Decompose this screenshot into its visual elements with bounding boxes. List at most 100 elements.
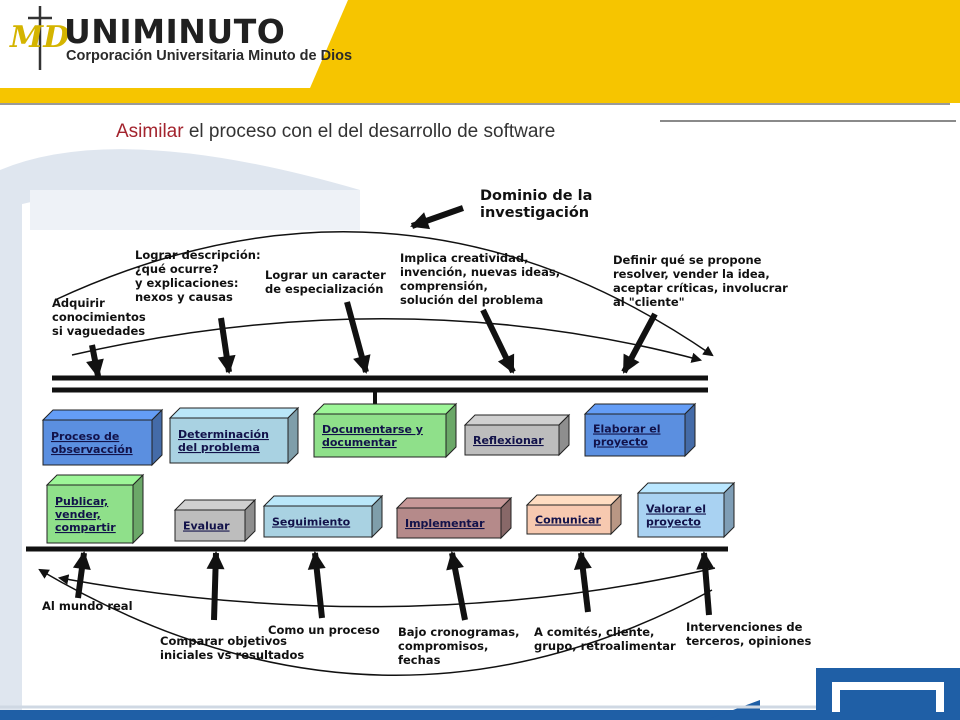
lower-label-2-line: Comparar objetivos [160, 634, 287, 648]
upper-label-2-line: Lograr descripción: [135, 248, 261, 262]
upper-label-3-line: Lograr un caracter [265, 268, 386, 282]
upper-box-2-label-line: del problema [178, 441, 260, 454]
upper-label-1-line: Adquirir [52, 296, 105, 310]
footer-corner-inner2 [840, 690, 936, 712]
lower-arrow-4-head [446, 551, 464, 571]
lower-box-2-front [174, 509, 246, 542]
lower-box-6-label-line: Valorar el [646, 503, 706, 516]
upper-box-3-label-line: Documentarse y [322, 423, 423, 436]
upper-box-2-side [287, 406, 299, 465]
lower-box-4-label-line: Implementar [405, 517, 485, 530]
upper-box-1-front [42, 419, 153, 466]
upper-box-3-top [312, 403, 458, 415]
upper-box-3-front [313, 413, 447, 458]
lower-arrow-6-head [696, 551, 715, 570]
upper-box-3-side [445, 402, 457, 459]
footer-arrow [706, 700, 760, 720]
upper-box-4-front [464, 424, 560, 456]
lower-arrow-5-head [573, 551, 592, 570]
lower-label-5: A comités, cliente,grupo, retroalimentar [534, 625, 676, 653]
lower-arrow-2-head [206, 551, 225, 570]
subtitle-accent: Asimilar [116, 121, 184, 142]
upper-box-5-front [584, 413, 686, 457]
logo-monogram: MD [10, 20, 70, 55]
lower-box-5-top [525, 494, 623, 506]
upper-label-4-line: invención, nuevas ideas, [400, 265, 560, 279]
upper-box-3-label-line: documentar [322, 436, 397, 449]
lower-label-3-line: Como un proceso [268, 623, 380, 637]
upper-label-5-line: al "cliente" [613, 295, 685, 309]
lower-label-4-line: compromisos, [398, 639, 488, 653]
upper-label-4: Implica creatividad,invención, nuevas id… [400, 251, 560, 307]
brand-subtitle: Corporación Universitaria Minuto de Dios [66, 48, 353, 64]
lower-box-4-label: Implementar [405, 517, 485, 530]
top-arc-curve [54, 231, 714, 357]
subtitle-rest: el proceso con el del desarrollo de soft… [183, 121, 556, 142]
lower-flat-curve [57, 567, 716, 608]
upper-label-3-line: de especialización [265, 282, 383, 296]
lower-box-4-front [396, 507, 502, 539]
upper-flat-curve [71, 318, 703, 363]
upper-box-5-top [583, 403, 697, 415]
upper-box-2-label-line: Determinación [178, 428, 269, 441]
upper-box-5-side [684, 402, 696, 458]
lower-box-3-front [263, 505, 373, 538]
upper-arrow-4-head [497, 353, 515, 374]
lower-box-6-top [636, 482, 736, 494]
lower-box-5-front [526, 504, 612, 535]
upper-label-5-line: Definir qué se propone [613, 253, 762, 267]
upper-label-2-line: nexos y causas [135, 290, 233, 304]
lower-box-4-top [395, 497, 513, 509]
upper-label-4-line: comprensión, [400, 279, 488, 293]
lower-box-1-front [46, 484, 134, 544]
upper-label-2-line: y explicaciones: [135, 276, 239, 290]
upper-box-1-label-line: Proceso de [51, 430, 119, 443]
top-label-dominio-line: Dominio de la [480, 188, 592, 204]
lower-box-2-top [173, 499, 257, 511]
lower-box-1-side [132, 473, 144, 545]
lower-label-3: Como un proceso [268, 623, 380, 637]
upper-box-1-label-line: observacción [51, 443, 133, 456]
upper-arrow-2-head [217, 354, 236, 374]
upper-label-4-line: solución del problema [400, 293, 543, 307]
lower-box-6-front [637, 492, 725, 538]
lower-box-2-label-line: Evaluar [183, 520, 230, 533]
lower-label-5-line: grupo, retroalimentar [534, 639, 676, 653]
top-label-dominio-line: investigación [480, 205, 589, 221]
lower-box-5-label-line: Comunicar [535, 514, 601, 527]
upper-box-4-label-line: Reflexionar [473, 434, 544, 447]
lower-box-1-label-line: compartir [55, 521, 116, 534]
lower-label-6-line: terceros, opiniones [686, 634, 811, 648]
upper-box-1-side [151, 408, 163, 467]
lower-box-1-label-line: vender, [55, 508, 101, 521]
watermark-bar [0, 190, 22, 710]
lower-label-4: Bajo cronogramas,compromisos,fechas [398, 625, 519, 667]
header-yellow-band [0, 0, 960, 103]
lower-box-3-label-line: Seguimiento [272, 516, 351, 529]
lower-box-3-label: Seguimiento [272, 516, 351, 529]
lower-label-4-line: Bajo cronogramas, [398, 625, 519, 639]
lower-box-1-label-line: Publicar, [55, 495, 108, 508]
lower-label-6-line: Intervenciones de [686, 620, 803, 634]
lower-label-1-line: Al mundo real [42, 599, 133, 613]
upper-arrow-1-head [86, 358, 104, 378]
upper-box-2-front [169, 417, 289, 464]
brand-name: UNIMINUTO [64, 12, 286, 51]
lower-arc-curve [38, 568, 713, 676]
upper-label-4-line: Implica creatividad, [400, 251, 528, 265]
upper-arrow-5-head [623, 353, 640, 374]
top-label-arrow-head [410, 212, 431, 230]
watermark-panel [30, 190, 360, 230]
lower-label-5-line: A comités, cliente, [534, 625, 654, 639]
